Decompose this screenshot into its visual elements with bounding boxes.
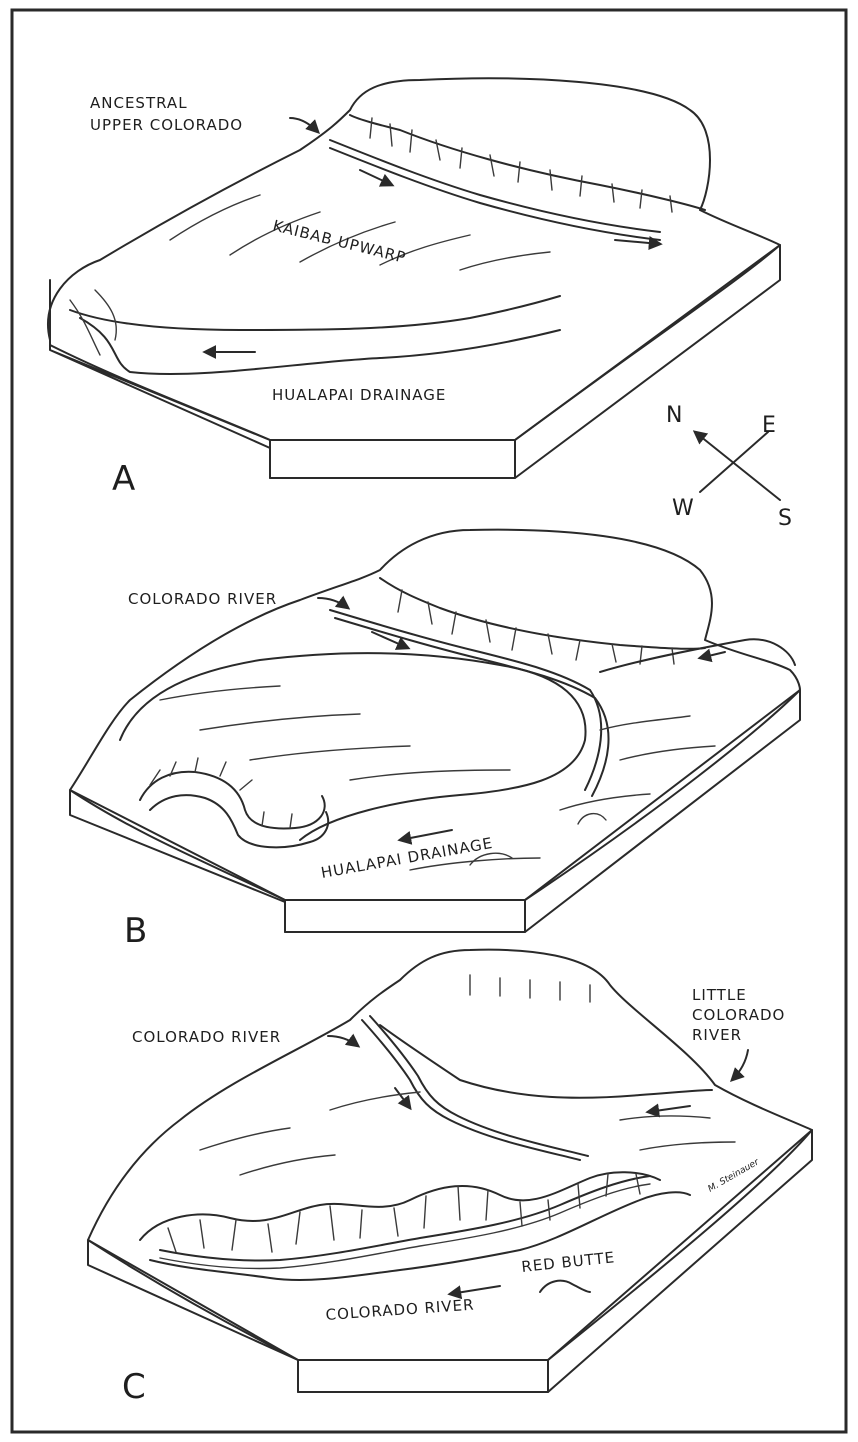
- label-red-butte: RED BUTTE: [521, 1248, 616, 1276]
- label-colorado-river-c-top: COLORADO RIVER: [132, 1028, 281, 1046]
- panel-letter-a: A: [112, 459, 135, 499]
- block-b-slab: [70, 690, 800, 932]
- label-little-line2: COLORADO: [692, 1006, 785, 1024]
- label-hualapai-drainage-b: HUALAPAI DRAINAGE: [320, 834, 495, 882]
- compass-s: S: [778, 506, 792, 531]
- block-diagram-c: COLORADO RIVER LITTLE COLORADO RIVER RED…: [88, 950, 812, 1407]
- compass-n: N: [666, 403, 682, 428]
- compass-w: W: [672, 496, 694, 521]
- panel-letter-c: C: [122, 1367, 146, 1407]
- label-hualapai-drainage-a: HUALAPAI DRAINAGE: [272, 386, 446, 404]
- block-diagram-a: ANCESTRAL UPPER COLORADO KAIBAB UPWARP H…: [48, 78, 780, 499]
- compass-e: E: [762, 413, 776, 438]
- label-ancestral-line2: UPPER COLORADO: [90, 116, 243, 134]
- compass-arrow-north: [695, 432, 780, 500]
- block-diagram-b: COLORADO RIVER HUALAPAI DRAINAGE B: [70, 530, 800, 951]
- block-c-slab: [88, 1130, 812, 1392]
- label-ancestral-line1: ANCESTRAL: [90, 94, 188, 112]
- block-a-slab: [50, 245, 780, 478]
- label-little-line3: RIVER: [692, 1026, 742, 1044]
- label-colorado-river-c-bottom: COLORADO RIVER: [325, 1296, 475, 1324]
- panel-letter-b: B: [124, 911, 147, 951]
- label-colorado-river-b: COLORADO RIVER: [128, 590, 277, 608]
- label-little-line1: LITTLE: [692, 986, 747, 1004]
- compass-rose: N E W S: [666, 403, 792, 531]
